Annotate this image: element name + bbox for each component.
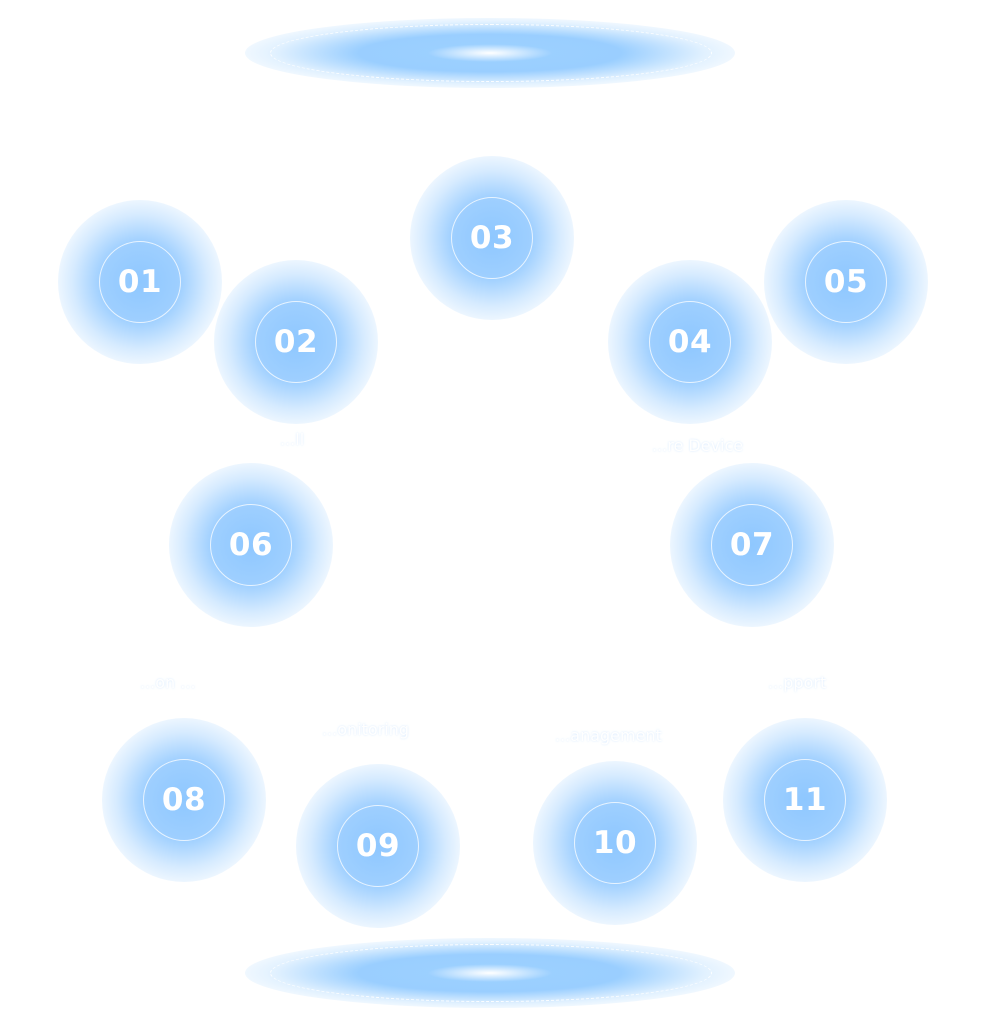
connector-01-end	[138, 375, 142, 379]
connector-07-bracket	[848, 527, 849, 567]
bottom-glow-platform	[245, 938, 735, 1008]
node-ring	[337, 805, 419, 887]
label-node-11: ...pport	[768, 673, 827, 692]
node-ring	[764, 759, 846, 841]
node-01[interactable]: 01	[58, 200, 222, 364]
node-number: 04	[667, 324, 713, 360]
top-platform-ring	[270, 24, 712, 82]
connector-10-end	[613, 746, 617, 750]
node-number: 07	[729, 527, 775, 563]
label-node-09: ...onitoring	[322, 720, 410, 739]
label-underline-02	[250, 438, 290, 439]
node-ring	[99, 241, 181, 323]
node-number: 06	[228, 527, 274, 563]
connector-06-end	[342, 543, 346, 547]
node-04[interactable]: 04	[608, 260, 772, 424]
node-ring	[574, 802, 656, 884]
label-node-08: ...on ...	[140, 673, 196, 692]
bottom-platform-ring	[270, 944, 712, 1002]
label-node-02: ...ll	[280, 430, 305, 449]
label-node-10: ...anagement	[555, 726, 662, 745]
node-number: 08	[161, 782, 207, 818]
connector-08-end	[182, 703, 186, 707]
node-07[interactable]: 07	[670, 463, 834, 627]
node-ring	[805, 241, 887, 323]
connector-05-end	[844, 375, 848, 379]
node-number: 02	[273, 324, 319, 360]
node-05[interactable]: 05	[764, 200, 928, 364]
label-node-04: ...re Device	[652, 436, 744, 455]
node-ring	[711, 504, 793, 586]
node-ring	[649, 301, 731, 383]
node-11[interactable]: 11	[723, 718, 887, 882]
node-08[interactable]: 08	[102, 718, 266, 882]
node-number: 10	[592, 825, 638, 861]
node-10[interactable]: 10	[533, 761, 697, 925]
node-number: 05	[823, 264, 869, 300]
connector-11-end	[803, 703, 807, 707]
node-ring	[451, 197, 533, 279]
connector-03-end	[490, 324, 494, 328]
node-03[interactable]: 03	[410, 156, 574, 320]
top-glow-platform	[245, 18, 735, 88]
node-09[interactable]: 09	[296, 764, 460, 928]
node-number: 11	[782, 782, 828, 818]
node-02[interactable]: 02	[214, 260, 378, 424]
node-06[interactable]: 06	[169, 463, 333, 627]
node-number: 09	[355, 828, 401, 864]
node-ring	[143, 759, 225, 841]
node-number: 03	[469, 220, 515, 256]
node-ring	[210, 504, 292, 586]
node-ring	[255, 301, 337, 383]
node-number: 01	[117, 264, 163, 300]
